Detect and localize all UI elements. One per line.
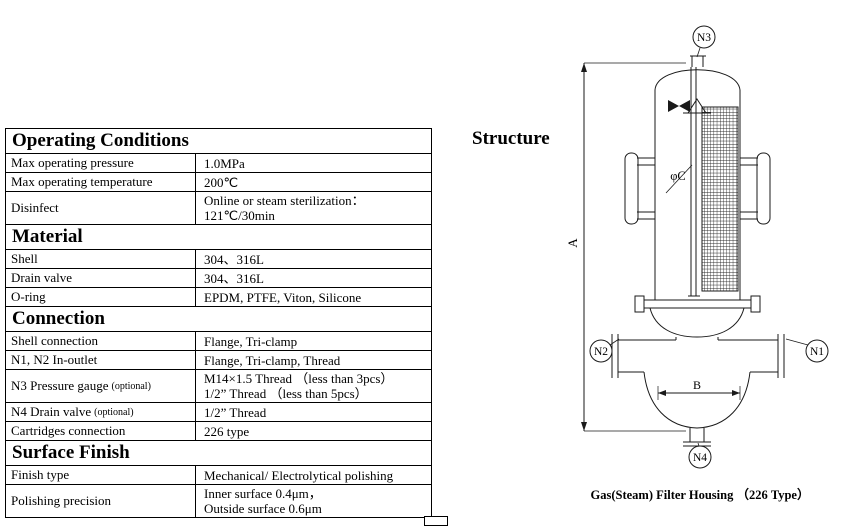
row-value: EPDM, PTFE, Viton, Silicone	[196, 288, 432, 306]
row-label: Max operating pressure	[6, 154, 196, 172]
row-label: O-ring	[6, 288, 196, 306]
row-label: N3 Pressure gauge (optional)	[6, 370, 196, 402]
spec-row: Shell 304、316L	[6, 250, 432, 269]
section-header-connection: Connection	[6, 307, 432, 332]
structure-section-title: Structure	[472, 128, 550, 149]
structure-drawing: A B φC N3 N2	[565, 25, 829, 469]
section-header-surface-finish: Surface Finish	[6, 441, 432, 466]
vessel-dome	[654, 69, 741, 91]
value-line: 304、316L	[204, 270, 264, 286]
row-label: N1, N2 In-outlet	[6, 351, 196, 369]
row-label: Polishing precision	[6, 485, 196, 517]
value-line: Online or steam sterilization：	[204, 193, 365, 208]
n1-callout: N1	[785, 338, 829, 363]
row-label-text: N3 Pressure gauge	[11, 378, 109, 393]
row-label: Disinfect	[6, 192, 196, 224]
value-line: M14×1.5 Thread （less than 3pcs）	[204, 371, 394, 386]
row-value: Online or steam sterilization： 121℃/30mi…	[196, 192, 432, 224]
row-label: Shell	[6, 250, 196, 268]
dim-a-label: A	[565, 238, 580, 248]
right-handle	[740, 152, 771, 225]
section-header-material: Material	[6, 225, 432, 250]
row-value: Flange, Tri-clamp, Thread	[196, 351, 432, 369]
drawing-caption: Gas(Steam) Filter Housing （226 Type）	[590, 488, 810, 502]
value-line: 304、316L	[204, 251, 264, 267]
value-line: Outside surface 0.6μm	[204, 501, 322, 516]
spec-row: N1, N2 In-outlet Flange, Tri-clamp, Thre…	[6, 351, 432, 370]
value-line: 200℃	[204, 174, 239, 190]
value-line: 121℃/30min	[204, 208, 275, 223]
outlet-pipe	[611, 334, 785, 378]
value-line: Inner surface 0.4μm，	[204, 486, 322, 501]
row-value: 304、316L	[196, 250, 432, 268]
row-label: Shell connection	[6, 332, 196, 350]
inner-tube	[668, 67, 711, 297]
value-line: 226 type	[204, 423, 250, 439]
spec-row: N4 Drain valve (optional) 1/2” Thread	[6, 403, 432, 422]
top-nozzle	[690, 55, 706, 67]
drain-stub	[683, 428, 711, 447]
row-value: Mechanical/ Electrolytical polishing	[196, 466, 432, 484]
section-header-operating-conditions: Operating Conditions	[6, 129, 432, 154]
row-label: Cartridges connection	[6, 422, 196, 440]
spec-row: Polishing precision Inner surface 0.4μm，…	[6, 485, 432, 518]
value-line: 1/2” Thread （less than 5pcs）	[204, 386, 368, 401]
value-line: 1/2” Thread	[204, 404, 267, 420]
lower-head	[643, 371, 751, 429]
dim-b-label: B	[693, 378, 701, 392]
n2-callout: N2	[589, 338, 620, 363]
row-label: N4 Drain valve (optional)	[6, 403, 196, 421]
left-handle	[624, 152, 655, 225]
n3-callout: N3	[692, 25, 716, 58]
spec-row: Max operating temperature 200℃	[6, 173, 432, 192]
spec-row: Finish type Mechanical/ Electrolytical p…	[6, 466, 432, 485]
value-line: EPDM, PTFE, Viton, Silicone	[204, 289, 362, 305]
row-value: 304、316L	[196, 269, 432, 287]
bottom-bowl	[649, 307, 745, 338]
spec-row: O-ring EPDM, PTFE, Viton, Silicone	[6, 288, 432, 307]
row-label: Drain valve	[6, 269, 196, 287]
row-value: Flange, Tri-clamp	[196, 332, 432, 350]
row-value: Inner surface 0.4μm， Outside surface 0.6…	[196, 485, 432, 517]
spec-row: Shell connection Flange, Tri-clamp	[6, 332, 432, 351]
spec-row: N3 Pressure gauge (optional) M14×1.5 Thr…	[6, 370, 432, 403]
value-line: Flange, Tri-clamp	[204, 333, 298, 349]
row-value: 200℃	[196, 173, 432, 191]
dimension-a: A	[565, 62, 686, 432]
n1-label: N1	[810, 346, 824, 358]
spec-row: Cartridges connection 226 type	[6, 422, 432, 441]
spec-row: Drain valve 304、316L	[6, 269, 432, 288]
value-line: Mechanical/ Electrolytical polishing	[204, 467, 394, 483]
optional-suffix: (optional)	[94, 406, 134, 418]
value-line: 1.0MPa	[204, 155, 245, 171]
row-label-text: N4 Drain valve	[11, 404, 92, 419]
n3-label: N3	[697, 32, 711, 44]
row-value: 1.0MPa	[196, 154, 432, 172]
spec-row: Disinfect Online or steam sterilization：…	[6, 192, 432, 225]
cropped-box	[424, 516, 448, 526]
n4-label: N4	[693, 452, 707, 464]
row-value: 1/2” Thread	[196, 403, 432, 421]
spec-table: Operating Conditions Max operating press…	[5, 128, 432, 518]
shell-flange	[634, 295, 761, 313]
row-value: M14×1.5 Thread （less than 3pcs） 1/2” Thr…	[196, 370, 432, 402]
filter-cartridge-icon	[701, 106, 739, 292]
row-label: Max operating temperature	[6, 173, 196, 191]
vessel-body	[654, 90, 741, 300]
row-value: 226 type	[196, 422, 432, 440]
row-label: Finish type	[6, 466, 196, 484]
n2-label: N2	[594, 346, 608, 358]
value-line: Flange, Tri-clamp, Thread	[204, 352, 341, 368]
optional-suffix: (optional)	[111, 380, 151, 392]
dimension-c: φC	[665, 164, 693, 194]
dim-c-label: φC	[670, 169, 686, 183]
dimension-b: B	[657, 378, 741, 400]
spec-row: Max operating pressure 1.0MPa	[6, 154, 432, 173]
n4-callout: N4	[688, 442, 712, 469]
